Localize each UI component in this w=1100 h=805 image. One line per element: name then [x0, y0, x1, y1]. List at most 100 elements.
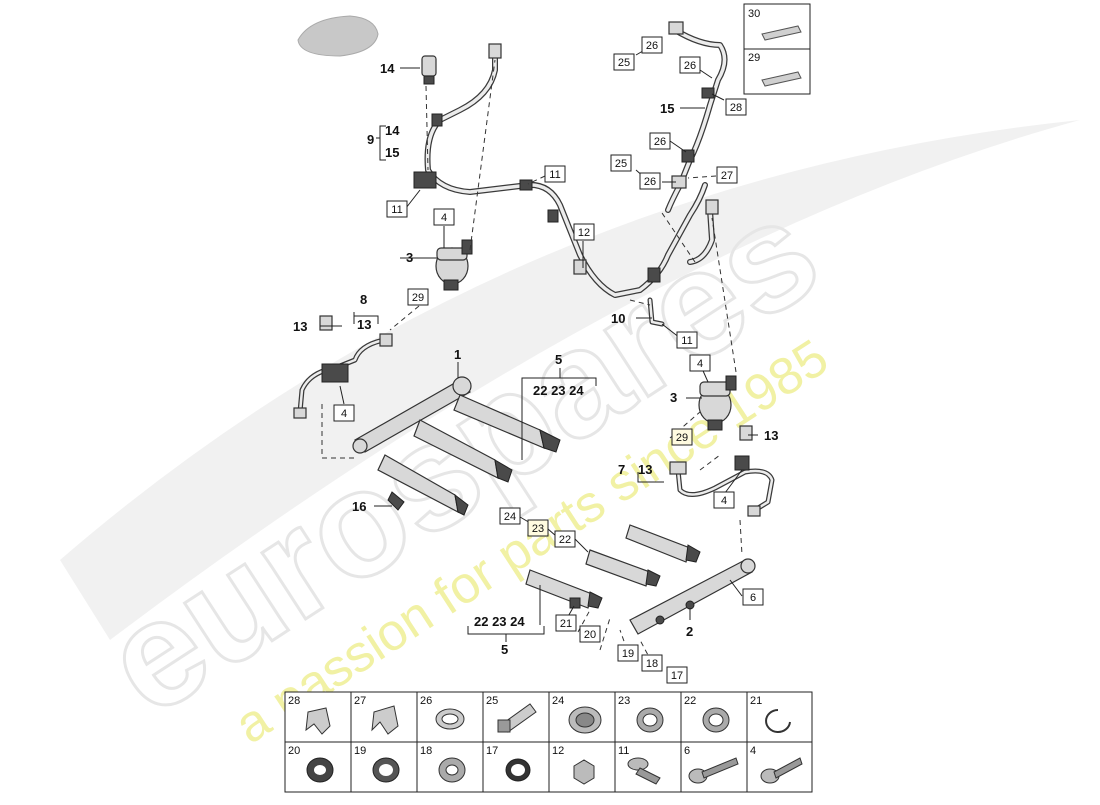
- boxed-labels: 26 25 26 28 26 25 26 27 11 11 12 4 29 4 …: [333, 36, 764, 684]
- grease-tube-icon: [761, 25, 802, 41]
- box-label: 18: [641, 654, 663, 672]
- svg-text:22: 22: [559, 534, 571, 546]
- watermark: eurospares a passion for parts since 198…: [60, 120, 1080, 755]
- callout-5: 5: [555, 352, 562, 367]
- box-label: 29: [671, 428, 693, 446]
- pipe-clip: [701, 87, 715, 99]
- svg-text:11: 11: [549, 169, 560, 181]
- box-label: 4: [713, 491, 735, 509]
- sensor-13-right: [739, 425, 753, 441]
- svg-text:4: 4: [341, 408, 347, 420]
- svg-text:4: 4: [697, 358, 703, 370]
- callout-7: 7: [618, 462, 625, 477]
- inset-label-30: 30: [748, 8, 760, 20]
- box-label: 24: [499, 507, 521, 525]
- pipe-clip: [547, 209, 559, 223]
- inset-label-29: 29: [748, 52, 760, 64]
- fuel-rail-lower: [525, 524, 756, 635]
- callout-8: 8: [360, 292, 367, 307]
- callout-15: 15: [660, 101, 674, 116]
- svg-text:21: 21: [560, 618, 572, 630]
- box-label: 11: [544, 165, 566, 183]
- thumb-label-22: 22: [684, 695, 696, 707]
- box-label: 4: [433, 208, 455, 226]
- box-label: 26: [649, 132, 671, 150]
- box-label: 12: [573, 223, 595, 241]
- hose-clamp-icon: [435, 708, 465, 730]
- callout-13: 13: [357, 317, 371, 332]
- box-label: 23: [527, 519, 549, 537]
- upper-fuel-lines: [413, 21, 728, 327]
- box-label: 25: [613, 53, 635, 71]
- pipe-clip: [573, 259, 587, 275]
- box-label: 25: [610, 154, 632, 172]
- svg-text:26: 26: [644, 176, 656, 188]
- svg-text:17: 17: [671, 670, 683, 682]
- pipe-fitting: [668, 21, 684, 35]
- svg-text:23: 23: [532, 523, 544, 535]
- bolt-icon: [688, 757, 739, 784]
- callout-13: 13: [638, 462, 652, 477]
- box-label: 26: [679, 56, 701, 74]
- thumb-label-26: 26: [420, 695, 432, 707]
- svg-text:18: 18: [646, 658, 658, 670]
- pipe-clip: [431, 113, 443, 127]
- callout-3: 3: [406, 250, 413, 265]
- svg-text:19: 19: [622, 648, 634, 660]
- fuel-pump-upper: [435, 239, 473, 291]
- box-label: 27: [716, 166, 738, 184]
- holder-16: [387, 491, 405, 511]
- box-label: 11: [386, 200, 408, 218]
- thumb-label-11: 11: [618, 745, 629, 757]
- box-label: 6: [742, 588, 764, 606]
- svg-text:27: 27: [721, 170, 733, 182]
- sensor-13-left: [319, 315, 333, 331]
- box-label: 29: [407, 288, 429, 306]
- pipe-bracket: [413, 171, 437, 189]
- svg-text:11: 11: [391, 204, 402, 216]
- svg-text:26: 26: [646, 40, 658, 52]
- pipe-fitting: [488, 43, 502, 59]
- svg-text:25: 25: [615, 158, 627, 170]
- callout-13: 13: [764, 428, 778, 443]
- svg-text:25: 25: [618, 57, 630, 69]
- callout-15: 15: [385, 145, 399, 160]
- callout-13: 13: [293, 319, 307, 334]
- callout-14: 14: [385, 123, 400, 138]
- watermark-swoosh: [60, 120, 1080, 640]
- bolt-icon: [627, 757, 661, 785]
- svg-text:29: 29: [676, 432, 688, 444]
- thumb-label-6: 6: [684, 745, 690, 757]
- connector-icon: [497, 703, 537, 733]
- callout-10: 10: [611, 311, 625, 326]
- box-label: 26: [641, 36, 663, 54]
- seal-ring-icon: [636, 707, 664, 733]
- svg-text:26: 26: [654, 136, 666, 148]
- thumb-label-23: 23: [618, 695, 630, 707]
- leader-lines: [320, 47, 758, 671]
- thumb-label-19: 19: [354, 745, 366, 757]
- thumb-label-4: 4: [750, 745, 756, 757]
- seal-ring-icon: [702, 707, 730, 733]
- seal-ring-icon: [438, 757, 466, 783]
- box-label: 4: [689, 354, 711, 372]
- box-label: 22: [554, 530, 576, 548]
- box-label: 21: [555, 614, 577, 632]
- callout-5: 5: [501, 642, 508, 657]
- box-label: 26: [639, 172, 661, 190]
- box-label: 4: [333, 404, 355, 422]
- clip-icon: [305, 707, 331, 735]
- pipe-clip: [519, 179, 533, 191]
- box-label: 20: [579, 625, 601, 643]
- svg-text:6: 6: [750, 592, 756, 604]
- callout-labels: 14 14 15 9 3 8 13 13 1 5 22 23 24 15 10 …: [293, 61, 778, 657]
- grease-tube-icon: [761, 71, 802, 87]
- pressure-sensor-top: [421, 55, 437, 85]
- fuel-pump-lower: [698, 375, 737, 431]
- thumb-label-25: 25: [486, 695, 498, 707]
- pipe-clip: [681, 149, 695, 163]
- bolt-icon: [760, 757, 803, 784]
- thumb-label-18: 18: [420, 745, 432, 757]
